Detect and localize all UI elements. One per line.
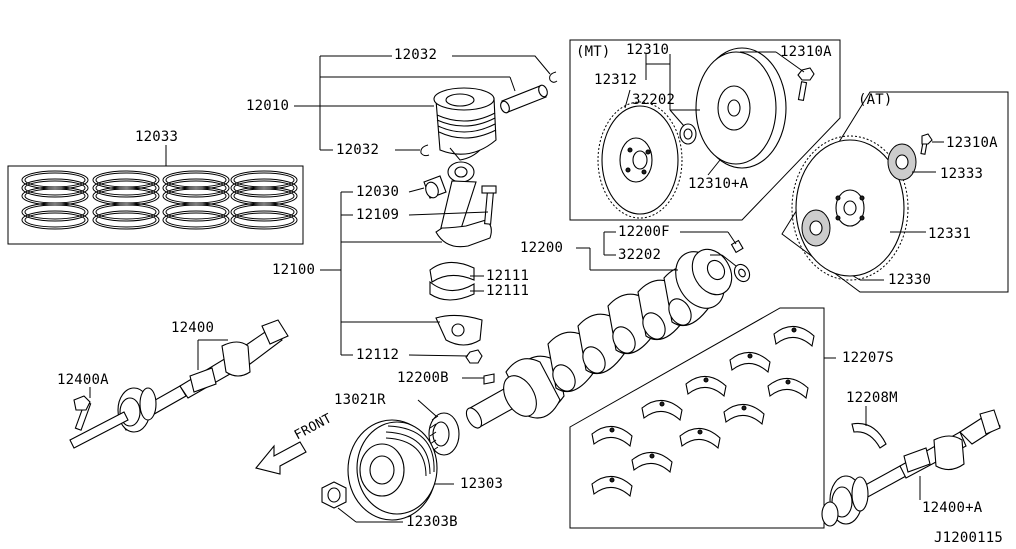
crank-web xyxy=(607,293,655,355)
label-12111-a: 12111 xyxy=(486,268,530,284)
main-bearing-shell xyxy=(773,325,815,348)
crank-key xyxy=(483,373,495,385)
at-bolt xyxy=(890,133,944,233)
label-12400plusA: 12400+A xyxy=(922,500,983,516)
main-bearings-box xyxy=(569,307,836,529)
label-12032-top: 12032 xyxy=(394,47,438,63)
label-12303B: 12303B xyxy=(406,514,458,530)
label-12330: 12330 xyxy=(888,272,932,288)
rod-bushing xyxy=(423,175,447,199)
crank-pilot-bush xyxy=(733,263,751,283)
label-12333: 12333 xyxy=(940,166,984,182)
label-12112: 12112 xyxy=(356,347,400,363)
main-bearing-shell xyxy=(729,351,771,374)
crank-pulley xyxy=(347,419,454,521)
label-12331: 12331 xyxy=(928,226,972,242)
crank-plug xyxy=(730,239,744,254)
label-12033: 12033 xyxy=(135,129,179,145)
label-12200B: 12200B xyxy=(397,370,449,386)
label-12208M: 12208M xyxy=(846,390,898,406)
crank-leaders xyxy=(462,231,737,379)
label-mt: (MT) xyxy=(576,44,611,60)
mt-flywheel xyxy=(597,101,683,219)
label-32202-mt: 32202 xyxy=(632,92,676,108)
balance-shaft-bolt xyxy=(73,387,92,431)
diagram-code: J1200115 xyxy=(934,530,1004,546)
label-12310A-at: 12310A xyxy=(946,135,998,151)
main-bearing-shell xyxy=(679,427,721,450)
label-12032-left: 12032 xyxy=(336,142,380,158)
main-bearing-shell xyxy=(767,377,809,400)
label-12400A: 12400A xyxy=(57,372,109,388)
thrust-washer xyxy=(851,406,887,449)
rod-cap xyxy=(435,314,483,346)
front-arrow-icon xyxy=(255,441,307,475)
main-bearing-shell xyxy=(723,403,765,426)
main-bearing-shell xyxy=(685,375,727,398)
mt-dual-mass-flywheel xyxy=(695,47,787,169)
rod-nut xyxy=(465,349,483,364)
label-12207S: 12207S xyxy=(842,350,894,366)
label-12310plusA: 12310+A xyxy=(688,176,749,192)
label-12200: 12200 xyxy=(520,240,564,256)
conrod-leaders xyxy=(320,187,489,357)
piston-ring-stack xyxy=(162,170,230,230)
label-12303: 12303 xyxy=(460,476,504,492)
connecting-rod xyxy=(435,161,497,248)
balance-shaft-right xyxy=(821,409,1001,527)
crankshaft xyxy=(465,248,733,429)
label-12030: 12030 xyxy=(356,184,400,200)
pulley-bolt xyxy=(321,481,403,523)
label-12310A-mt: 12310A xyxy=(780,44,832,60)
label-at: (AT) xyxy=(858,92,893,108)
label-12400: 12400 xyxy=(171,320,215,336)
piston-ring-stack xyxy=(230,170,298,230)
piston-leaders xyxy=(294,55,551,151)
piston-ring-set-box xyxy=(7,145,304,245)
label-12312: 12312 xyxy=(594,72,638,88)
mt-pilot-bearing xyxy=(679,123,697,145)
piston-ring-stack xyxy=(21,170,89,230)
crank-sprocket xyxy=(417,399,460,456)
label-13021R: 13021R xyxy=(334,392,386,408)
snap-rings xyxy=(420,71,558,157)
rod-bearings xyxy=(429,261,475,301)
label-12310: 12310 xyxy=(626,42,670,58)
mt-leaders xyxy=(624,51,805,176)
at-reinforcement-plate xyxy=(801,209,831,247)
label-12111-b: 12111 xyxy=(486,283,530,299)
balance-shaft-left xyxy=(69,319,289,449)
at-front-plate xyxy=(887,143,917,181)
label-12109: 12109 xyxy=(356,207,400,223)
main-bearing-shell xyxy=(631,451,673,474)
label-12100: 12100 xyxy=(272,262,316,278)
label-32202-crank: 32202 xyxy=(618,247,662,263)
label-12010: 12010 xyxy=(246,98,290,114)
main-bearing-shell xyxy=(591,475,633,498)
piston-pin xyxy=(500,84,548,114)
label-12200F: 12200F xyxy=(618,224,670,240)
main-bearing-shell xyxy=(641,399,683,422)
mt-flywheel-bolt xyxy=(797,67,815,102)
piston-ring-stack xyxy=(92,170,160,230)
main-bearing-shell xyxy=(591,425,633,448)
mt-flywheel-box xyxy=(569,39,841,221)
piston xyxy=(433,87,497,161)
